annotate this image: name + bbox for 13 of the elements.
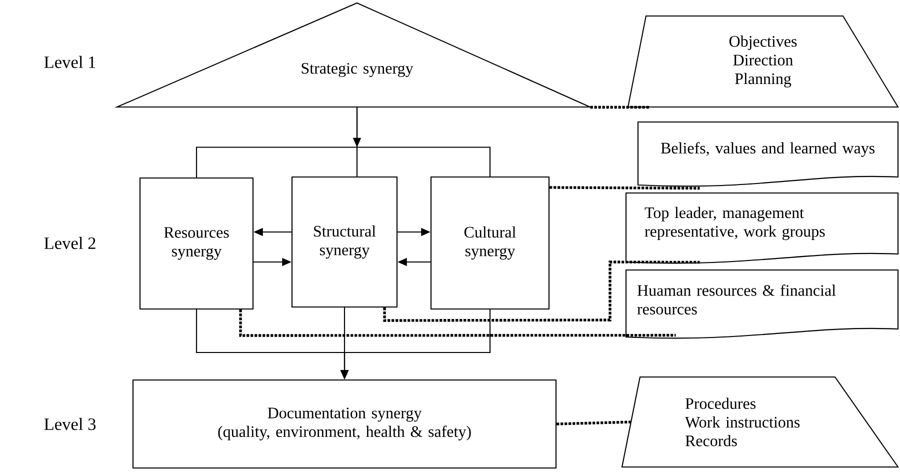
dotted-connector bbox=[356, 107, 491, 176]
process-box: Cultural synergy bbox=[430, 176, 550, 310]
level-label: Level 3 bbox=[44, 418, 96, 430]
process-box: Resources synergy bbox=[139, 177, 254, 310]
dotted-connector bbox=[383, 260, 700, 322]
level-label: Level 2 bbox=[44, 236, 96, 250]
process-box: Structural synergy bbox=[291, 176, 398, 308]
dotted-connector bbox=[556, 420, 631, 426]
dotted-connector bbox=[239, 310, 676, 337]
dotted-connector bbox=[590, 106, 650, 109]
level-label: Level 1 bbox=[44, 56, 96, 68]
process-box: Documentation synergy (quality, environment, health & safety) bbox=[132, 379, 557, 469]
dotted-connector bbox=[550, 186, 700, 190]
